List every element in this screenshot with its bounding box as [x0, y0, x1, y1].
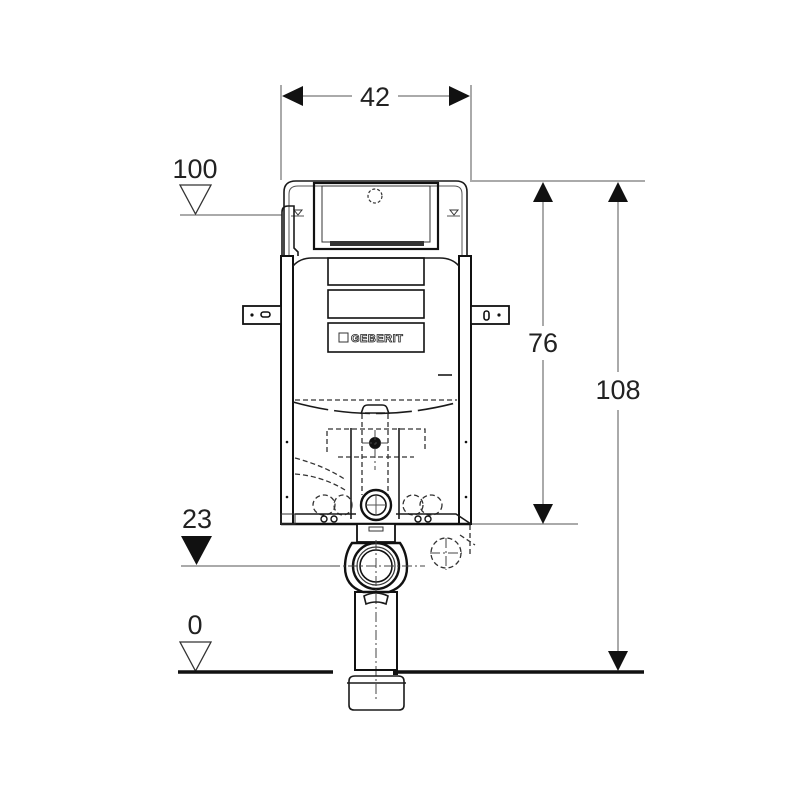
frame-height-label: 76: [528, 328, 558, 358]
drain-clip: [363, 592, 389, 606]
wc-fixing-template-hidden: [326, 428, 426, 452]
width-dimension: 42: [280, 82, 472, 180]
hidden-side-fitting-lines: [459, 525, 476, 555]
cistern-top-housing: [281, 180, 468, 256]
anchor-hole: [320, 515, 328, 523]
wall-bracket-right: [470, 305, 510, 325]
bracket-slot: [260, 311, 271, 318]
rivet: [464, 495, 468, 499]
level-marker-0: 0: [178, 610, 213, 673]
protective-cap: [348, 675, 405, 711]
arrow-down-icon: [533, 504, 553, 524]
level-100-label: 100: [172, 154, 217, 184]
inspection-opening: [312, 181, 440, 251]
total-height-dimension: 108: [595, 182, 641, 671]
bracket-left: [242, 305, 282, 325]
rivet: [285, 495, 289, 499]
hidden-curve-left-2: [294, 473, 346, 491]
arrow-right-icon: [449, 86, 470, 106]
width-label: 42: [360, 82, 390, 112]
brand-logo-square-icon: [338, 332, 349, 343]
open-triangle-level-icon: [178, 184, 213, 216]
cistern-top-edge: [292, 257, 460, 267]
drain-socket-tab: [368, 526, 384, 532]
hidden-fitting-right-1: [402, 494, 424, 516]
bottom-rail-inner: [295, 513, 472, 525]
drain-assembly: [330, 523, 476, 711]
filled-triangle-level-icon: [181, 536, 212, 565]
total-height-label: 108: [595, 375, 640, 405]
brand-panel: [327, 322, 425, 353]
mini-level-triangle-icon: [448, 209, 460, 216]
level-23-label: 23: [182, 504, 212, 534]
left-clip: [281, 205, 299, 256]
arrow-up-icon: [533, 182, 553, 202]
drain-pipe-joint: [393, 669, 398, 675]
anchor-hole: [330, 515, 338, 523]
water-inlet-hidden: [367, 188, 383, 204]
arrow-down-icon: [608, 651, 628, 671]
brand-label: GEBERIT: [351, 333, 403, 345]
hidden-fitting-left-2: [333, 494, 353, 516]
rivet: [464, 440, 468, 444]
anchor-hole: [414, 515, 422, 523]
hidden-curve-left-1: [294, 457, 347, 481]
anchor-hole: [424, 515, 432, 523]
rivet: [285, 440, 289, 444]
installation-frame: GEBERIT: [280, 255, 472, 526]
arrow-left-icon: [282, 86, 303, 106]
inspection-opening-inner: [321, 185, 431, 243]
hidden-fitting-right-2: [419, 494, 443, 516]
right-upright: [458, 255, 472, 525]
open-triangle-level-icon: [178, 641, 213, 673]
level-marker-100: 100: [172, 154, 282, 216]
frame-height-dimension: 76: [470, 180, 645, 525]
housing-outline: [283, 180, 468, 256]
actuator-plate-slot: [330, 241, 424, 246]
flush-valve-outlet: [360, 404, 390, 415]
level-0-label: 0: [187, 610, 202, 640]
mini-level-triangle-icon: [292, 209, 304, 216]
bracket-slot: [483, 310, 490, 321]
panel-2: [327, 289, 425, 319]
foot-left: [280, 513, 296, 525]
hidden-side-fitting: [430, 525, 476, 570]
bracket-hole: [497, 313, 501, 317]
level-marker-23: 23: [181, 504, 330, 567]
hidden-fitting-left-1: [312, 494, 336, 516]
bracket-hole: [250, 313, 254, 317]
wall-bracket-left: [242, 305, 282, 325]
arrow-up-icon: [608, 182, 628, 202]
cistern-bottom-curve: [292, 401, 460, 415]
bracket-right: [470, 305, 510, 325]
left-upright: [280, 255, 294, 525]
panel-1: [327, 257, 425, 286]
drain-pipe: [354, 591, 398, 671]
